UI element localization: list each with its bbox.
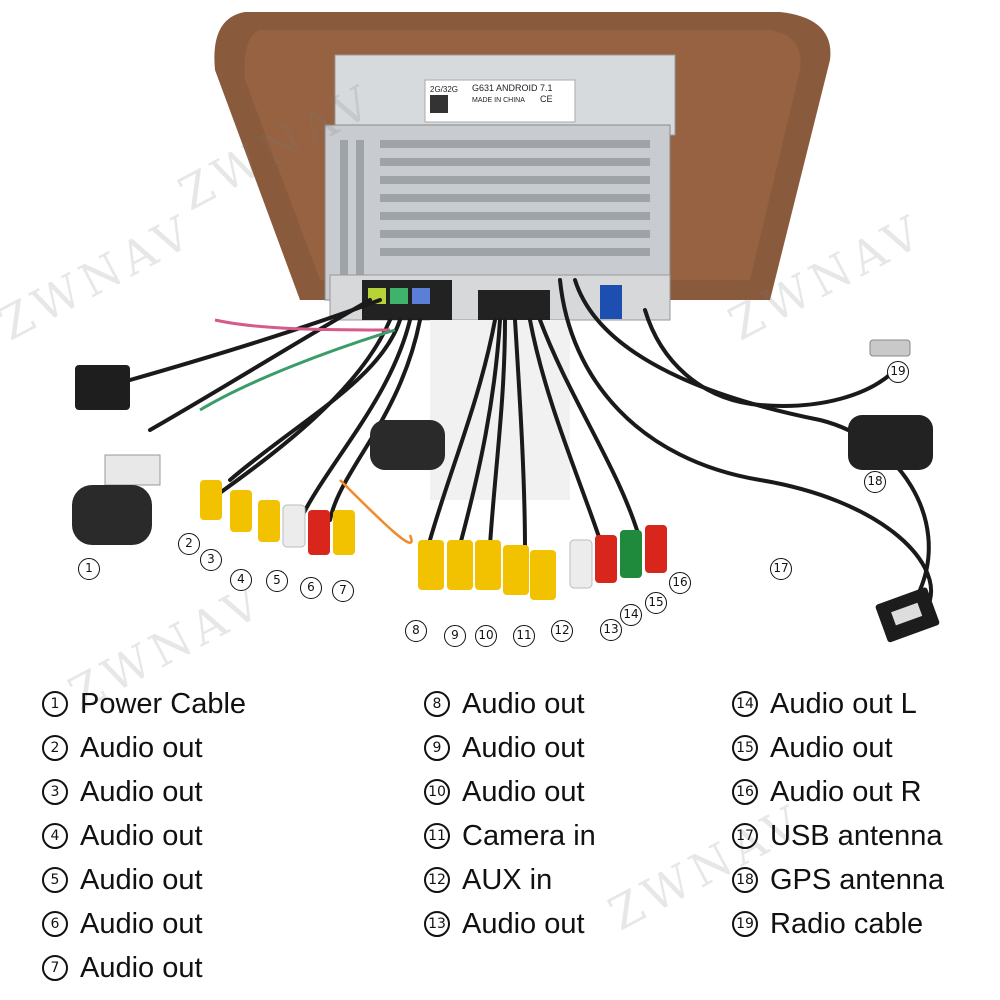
foam-plug-2 — [370, 420, 445, 470]
foam-plug — [72, 485, 152, 545]
callout-19: 19 — [887, 361, 909, 383]
callout-12: 12 — [551, 620, 573, 642]
qr-code — [430, 95, 448, 113]
legend-number: 9 — [424, 735, 450, 761]
legend-number: 7 — [42, 955, 68, 981]
callout-13: 13 — [600, 619, 622, 641]
legend-number: 15 — [732, 735, 758, 761]
legend-number: 18 — [732, 867, 758, 893]
legend-number: 13 — [424, 911, 450, 937]
iso-plug-1 — [75, 365, 130, 410]
legend-item: 8 Audio out — [424, 682, 596, 726]
callout-17: 17 — [770, 558, 792, 580]
callout-16: 16 — [669, 572, 691, 594]
legend-number: 6 — [42, 911, 68, 937]
callout-9: 9 — [444, 625, 466, 647]
sticker-line3: MADE IN CHINA — [472, 97, 525, 104]
legend-number: 8 — [424, 691, 450, 717]
legend-label: Audio out — [462, 687, 585, 720]
legend-number: 17 — [732, 823, 758, 849]
legend-item: 10 Audio out — [424, 770, 596, 814]
legend-label: Audio out — [770, 731, 893, 764]
legend-item: 19 Radio cable — [732, 902, 944, 946]
callout-6: 6 — [300, 577, 322, 599]
callout-18: 18 — [864, 471, 886, 493]
legend-number: 2 — [42, 735, 68, 761]
legend-label: Audio out — [80, 819, 203, 852]
fakra-blue — [600, 285, 622, 319]
legend-number: 16 — [732, 779, 758, 805]
legend-label: Audio out — [462, 775, 585, 808]
legend-label: Audio out — [462, 731, 585, 764]
legend-number: 11 — [424, 823, 450, 849]
legend-number: 5 — [42, 867, 68, 893]
sticker-line1: 2G/32G — [430, 85, 458, 94]
legend-number: 1 — [42, 691, 68, 717]
legend-item: 11 Camera in — [424, 814, 596, 858]
gps-puck — [848, 415, 933, 470]
legend-item: 3 Audio out — [42, 770, 246, 814]
legend-item: 12 AUX in — [424, 858, 596, 902]
callout-8: 8 — [405, 620, 427, 642]
head-unit-photo: 2G/32G G631 ANDROID 7.1 MADE IN CHINA CE — [72, 12, 940, 643]
legend-item: 9 Audio out — [424, 726, 596, 770]
legend-label: Audio out — [462, 907, 585, 940]
callout-10: 10 — [475, 625, 497, 647]
callout-11: 11 — [513, 625, 535, 647]
callout-5: 5 — [266, 570, 288, 592]
callout-2: 2 — [178, 533, 200, 555]
legend-number: 12 — [424, 867, 450, 893]
legend-label: GPS antenna — [770, 863, 945, 896]
legend-label: AUX in — [462, 863, 553, 896]
callout-1: 1 — [78, 558, 100, 580]
legend-label: USB antenna — [770, 819, 943, 852]
legend-item: 15 Audio out — [732, 726, 944, 770]
legend-item: 14 Audio out L — [732, 682, 944, 726]
sticker-line2: G631 ANDROID 7.1 — [472, 83, 553, 93]
legend-item: 2 Audio out — [42, 726, 246, 770]
callout-4: 4 — [230, 569, 252, 591]
legend-number: 10 — [424, 779, 450, 805]
callout-14: 14 — [620, 604, 642, 626]
legend-label: Audio out — [80, 731, 203, 764]
legend-label: Power Cable — [80, 687, 247, 720]
small-plugs — [478, 290, 550, 320]
iso-plug-2 — [104, 454, 161, 486]
callout-7: 7 — [332, 580, 354, 602]
legend-label: Audio out — [80, 907, 203, 940]
legend-item: 4 Audio out — [42, 814, 246, 858]
legend-item: 17 USB antenna — [732, 814, 944, 858]
legend-item: 7 Audio out — [42, 946, 246, 990]
legend-item: 6 Audio out — [42, 902, 246, 946]
callout-15: 15 — [645, 592, 667, 614]
legend-item: 5 Audio out — [42, 858, 246, 902]
legend-label: Audio out — [80, 951, 203, 984]
legend-label: Audio out R — [770, 775, 922, 808]
legend-number: 14 — [732, 691, 758, 717]
radio-plug — [869, 339, 911, 357]
legend-number: 19 — [732, 911, 758, 937]
legend-number: 4 — [42, 823, 68, 849]
legend-label: Audio out — [80, 863, 203, 896]
callout-3: 3 — [200, 549, 222, 571]
legend-item: 18 GPS antenna — [732, 858, 944, 902]
legend-item: 16 Audio out R — [732, 770, 944, 814]
legend-item: 13 Audio out — [424, 902, 596, 946]
legend-label: Audio out L — [770, 687, 917, 720]
legend-label: Radio cable — [770, 907, 924, 940]
legend-item: 1 Power Cable — [42, 682, 246, 726]
legend-label: Audio out — [80, 775, 203, 808]
sticker-mark: CE — [540, 94, 553, 104]
legend-label: Camera in — [462, 819, 596, 852]
legend-number: 3 — [42, 779, 68, 805]
spec-sticker — [424, 79, 576, 123]
